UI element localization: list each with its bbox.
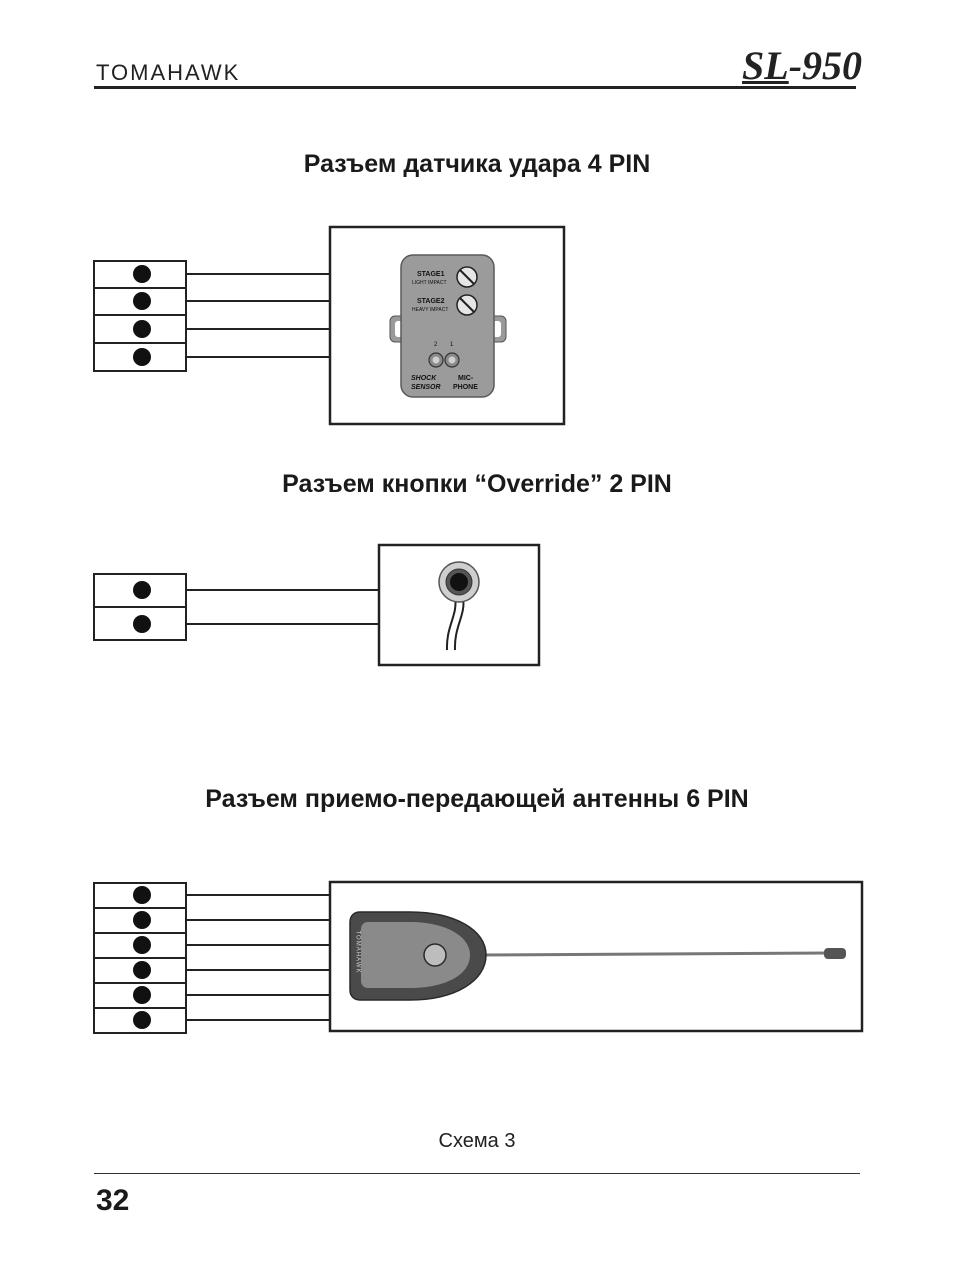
- section-title-shock-sensor: Разъем датчика удара 4 PIN: [303, 150, 651, 178]
- phone-label: PHONE: [453, 384, 478, 391]
- shock-label: SHOCK: [411, 375, 437, 382]
- override-frame: [377, 543, 541, 667]
- brand-name: TOMAHAWK: [96, 60, 241, 85]
- pin-dot: [133, 961, 151, 979]
- shock-sensor-frame: [328, 225, 566, 426]
- mic-label: MIC-: [458, 375, 474, 382]
- model-prefix: SL: [742, 43, 789, 88]
- stage1-sub-label: LIGHT IMPACT: [412, 280, 447, 286]
- shock-sensor-connector: [93, 260, 187, 372]
- antenna-wires: [186, 894, 330, 1021]
- figure-caption: Схема 3: [438, 1130, 516, 1152]
- antenna-brand-label: TOMAHAWK: [354, 930, 361, 974]
- pin-dot: [133, 265, 151, 283]
- override-button-device: [438, 561, 480, 651]
- stage2-label: STAGE2: [417, 298, 445, 305]
- model-suffix: -950: [788, 43, 863, 88]
- pin-dot: [133, 886, 151, 904]
- page-number: 32: [96, 1184, 130, 1217]
- pin-dot: [133, 1011, 151, 1029]
- shock-sensor-device: [389, 254, 507, 398]
- model-name: SL-950: [742, 42, 862, 89]
- override-wires: [186, 589, 379, 625]
- pin-dot: [133, 615, 151, 633]
- pin-dot: [133, 292, 151, 310]
- pin-dot: [133, 320, 151, 338]
- section-title-override-button: Разъем кнопки “Override” 2 PIN: [282, 470, 672, 498]
- antenna-connector: [93, 882, 187, 1034]
- header-rule: [94, 86, 856, 89]
- pin-dot: [133, 986, 151, 1004]
- footer-rule: [94, 1173, 860, 1174]
- pin-dot: [133, 911, 151, 929]
- antenna-frame: [328, 880, 864, 1033]
- sensor-label: SENSOR: [411, 384, 441, 391]
- port-1-label: 1: [450, 342, 454, 348]
- override-connector: [93, 573, 187, 641]
- section-title-antenna: Разъем приемо-передающей антенны 6 PIN: [205, 785, 749, 813]
- antenna-module-device: [349, 911, 846, 1001]
- pin-dot: [133, 581, 151, 599]
- shock-sensor-wires: [186, 273, 330, 358]
- pin-dot: [133, 936, 151, 954]
- pin-dot: [133, 348, 151, 366]
- stage1-label: STAGE1: [417, 271, 445, 278]
- port-2-label: 2: [434, 342, 438, 348]
- stage2-sub-label: HEAVY IMPACT: [412, 307, 449, 313]
